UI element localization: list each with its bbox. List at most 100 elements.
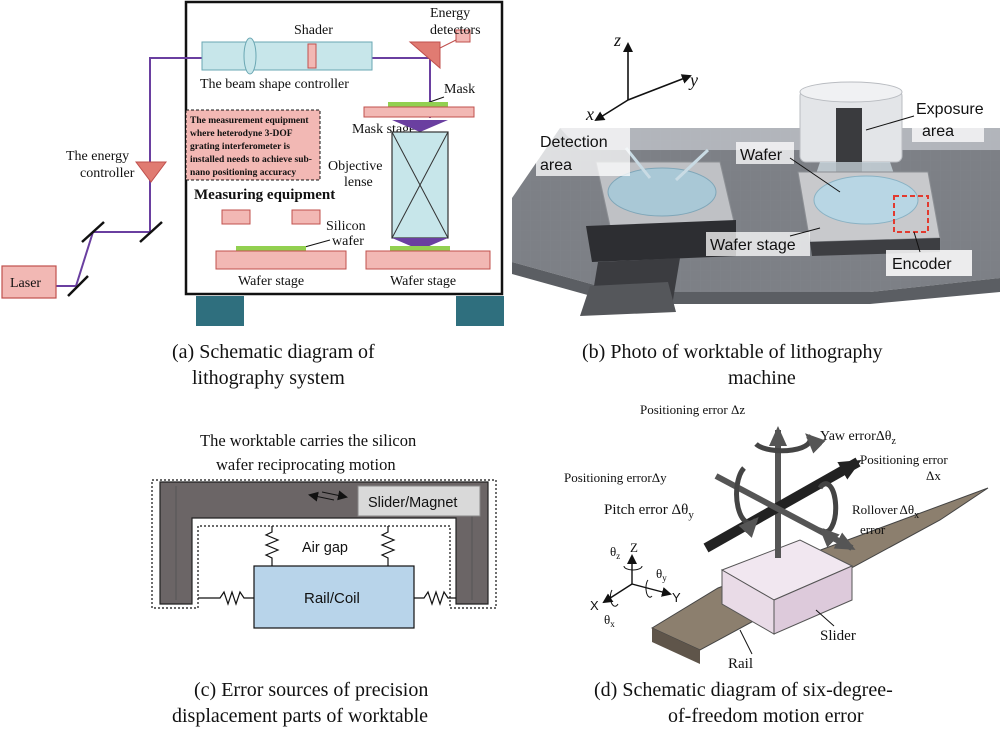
spring-right (380, 526, 396, 566)
panel-c-error-sources: The worktable carries the silicon wafer … (151, 431, 497, 727)
positioning-error-z-label: Positioning error Δz (640, 402, 745, 417)
wafer-left (236, 246, 306, 251)
slider-front-right (773, 565, 853, 635)
motion-arrow-left (308, 491, 335, 502)
wafer-label: Wafer (740, 147, 783, 164)
panel-a-lithography-schematic: Laser The energy controller Shader The b… (1, 0, 504, 389)
rollover-error-label-2: error (860, 522, 886, 537)
silicon-wafer-label-2: wafer (332, 234, 364, 249)
triad-z-label: Z (630, 540, 638, 555)
rail-leader (739, 629, 753, 655)
caption-b-line-2: machine (728, 367, 796, 389)
detection-area-label-2: area (540, 157, 572, 174)
x-axis-arrow (703, 457, 862, 553)
energy-controller-label-2: controller (80, 166, 135, 181)
laser-label: Laser (10, 276, 41, 291)
mask-label: Mask (444, 82, 475, 97)
exposure-column-top (799, 81, 903, 103)
detection-area-label-1: Detection (540, 134, 608, 151)
wafer-stage-left-shape (215, 250, 347, 270)
note-line-1: The measurement equipment (190, 116, 309, 126)
slider-magnet-box (357, 485, 481, 517)
silicon-wafer-label-1: Silicon (326, 219, 366, 234)
note-line-4: installed needs to achieve sub- (190, 155, 312, 165)
energy-detector-box (455, 29, 471, 43)
note-line-3: grating interferometer is (190, 142, 290, 152)
detection-area-callout: Detection area (536, 128, 630, 176)
measuring-equipment-label: Measuring equipment (194, 187, 335, 203)
wafer-stage-label: Wafer stage (710, 237, 796, 254)
wafer-callout: Wafer (736, 142, 841, 193)
caption-c-line-1: (c) Error sources of precision (194, 679, 428, 701)
wafer-right (390, 246, 450, 251)
machine-foot-left (196, 296, 244, 326)
shader-shape (307, 43, 317, 69)
objective-bottom-cap (392, 238, 448, 250)
roll-rotation-arc (817, 481, 840, 548)
exposure-area-callout: Exposure area (865, 98, 984, 142)
coordinate-triad: θz Z θy X Y θx (590, 540, 681, 629)
note-line-2: where heterodyne 3-DOF (190, 129, 293, 139)
air-gap-label: Air gap (302, 540, 348, 556)
triad-theta-y-label: θy (656, 566, 667, 583)
beam-path (56, 57, 431, 287)
encoder-callout: Encoder (886, 231, 972, 276)
right-wafer (813, 175, 919, 225)
shader-label: Shader (294, 23, 333, 38)
rail-coil-label: Rail/Coil (304, 590, 360, 607)
slider-leader (815, 609, 835, 627)
measuring-sensor-right (291, 209, 321, 225)
slider-label: Slider (820, 628, 856, 644)
positioning-error-x-label-2: Δx (926, 468, 941, 483)
rail-front (652, 628, 700, 664)
triad-theta-x-arc (609, 589, 619, 607)
axis-x-label: x (585, 104, 594, 124)
left-wafer (607, 167, 717, 217)
encoder-marker (893, 195, 929, 233)
slider-magnet-label: Slider/Magnet (368, 495, 457, 511)
triad-x-label: X (590, 598, 599, 613)
beam-lens (243, 37, 257, 75)
energy-detectors-label-2: detectors (430, 23, 481, 38)
laser-box (1, 265, 57, 299)
spring-left (264, 526, 280, 566)
wafer-stage-left-label: Wafer stage (238, 274, 304, 289)
exposure-area-label-1: Exposure (916, 101, 984, 118)
objective-label-1: Objective (328, 159, 382, 174)
axis-z-label: z (613, 30, 621, 50)
objective-top-cap (392, 120, 448, 132)
exposure-area-label-2: area (922, 123, 954, 140)
yaw-rotation-arc (754, 433, 826, 454)
panel-b-worktable-photo: z y x Detection area Exposure area Wafer… (512, 30, 1000, 389)
rail-coil-box (253, 565, 415, 629)
positioning-error-y-label: Positioning errorΔy (564, 470, 667, 485)
caption-b-line-1: (b) Photo of worktable of lithography (582, 341, 883, 363)
axis-y-label: y (688, 70, 698, 90)
panel-d-six-dof-error: Rail Slider Positioning error Δz Yaw err… (564, 402, 989, 727)
triad-theta-x-label: θx (604, 612, 615, 629)
pitch-rotation-arc (734, 466, 759, 538)
caption-c-line-2: displacement parts of worktable (172, 705, 428, 727)
energy-controller-label-1: The energy (66, 149, 129, 164)
axis-y-arrow (627, 74, 692, 101)
pitch-error-label: Pitch error Δθy (604, 502, 694, 521)
caption-a-line-1: (a) Schematic diagram of (172, 341, 375, 363)
objective-label-2: lense (344, 175, 373, 190)
motion-arrow-right (321, 490, 348, 501)
frame-dotted-outline (151, 479, 497, 609)
spring-side-right (414, 590, 456, 606)
left-stage-base (586, 220, 736, 262)
beam-shape-controller-label: The beam shape controller (200, 77, 349, 92)
triad-theta-z-label: θz (610, 544, 620, 561)
triad-y-arrow (631, 583, 672, 597)
caption-d-line-1: (d) Schematic diagram of six-degree- (594, 679, 893, 701)
beam-splitter-prism (408, 41, 441, 70)
energy-controller-shape (135, 161, 167, 183)
rail-label: Rail (728, 656, 753, 672)
machine-foot-right (456, 296, 504, 326)
beam-shape-controller-box (201, 41, 373, 71)
triad-x-arrow (602, 583, 633, 604)
mirror-2 (81, 221, 105, 243)
note-line-5: nano positioning accuracy (190, 168, 296, 178)
